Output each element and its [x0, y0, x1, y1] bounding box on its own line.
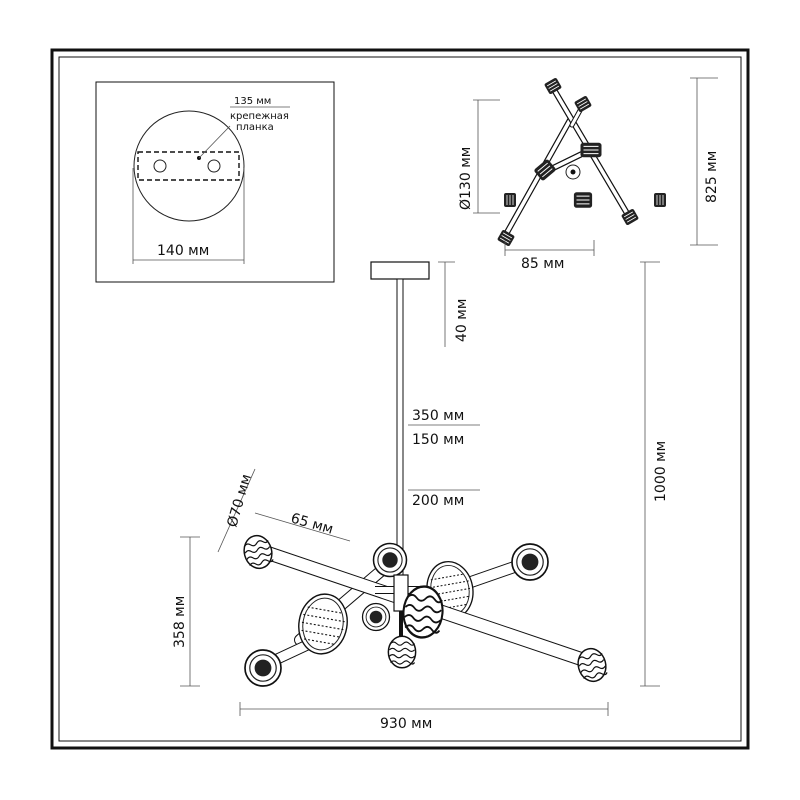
suspension-rod — [396, 278, 404, 578]
ceiling-canopy — [370, 261, 430, 280]
top-view-shade — [543, 76, 563, 96]
top-view-span-label: 825 мм — [704, 151, 720, 203]
crystal-shade — [387, 635, 417, 669]
canopy-circle — [133, 110, 245, 222]
shade-diameter-label: Ø70 мм — [224, 472, 254, 529]
rod-segment-2-label: 150 мм — [412, 432, 464, 448]
overall-height-label: 1000 мм — [653, 441, 669, 502]
side-view: 40 мм 350 мм 150 мм 200 мм 1000 мм — [172, 261, 669, 732]
ring-shade — [511, 543, 549, 581]
canopy-detail-frame — [95, 81, 335, 283]
screw-hole-right — [207, 159, 221, 173]
ring-shade — [372, 542, 408, 578]
canopy-detail: 135 мм крепежная планка 140 мм — [95, 81, 335, 283]
top-view: Ø130 мм 85 мм 825 мм — [458, 76, 720, 272]
arm-offset-label: 85 мм — [521, 256, 564, 272]
body-height-label: 358 мм — [172, 596, 188, 648]
bracket-leader-line — [198, 125, 231, 159]
bracket-name-line1: крепежная — [230, 111, 289, 122]
rod-segment-1-label: 350 мм — [412, 408, 464, 424]
ring-shade — [244, 649, 282, 687]
top-shade-diameter-label: Ø130 мм — [458, 147, 474, 210]
crystal-shade — [239, 531, 277, 573]
inner-frame — [58, 56, 742, 742]
shade-depth-label: 65 мм — [289, 510, 335, 537]
rod-segment-3-label: 200 мм — [412, 493, 464, 509]
outer-frame — [50, 48, 750, 750]
screw-hole-left — [153, 159, 167, 173]
top-view-shade — [579, 142, 603, 158]
bracket-length-label: 135 мм — [234, 96, 271, 107]
top-view-shade — [573, 191, 593, 209]
top-view-hub — [565, 164, 581, 180]
canopy-width-label: 140 мм — [157, 243, 209, 259]
overall-width-label: 930 мм — [380, 716, 432, 732]
top-view-shade — [496, 228, 516, 248]
top-view-shade — [503, 192, 517, 208]
top-view-shade — [653, 192, 667, 208]
shade-depth-dimension — [254, 512, 351, 542]
bracket-name-line2: планка — [236, 122, 274, 133]
canopy-height-label: 40 мм — [454, 299, 470, 342]
ring-shade — [361, 602, 391, 632]
mounting-bracket — [137, 151, 240, 181]
top-view-shade — [573, 94, 593, 114]
shade-diameter-dimension — [217, 468, 256, 553]
